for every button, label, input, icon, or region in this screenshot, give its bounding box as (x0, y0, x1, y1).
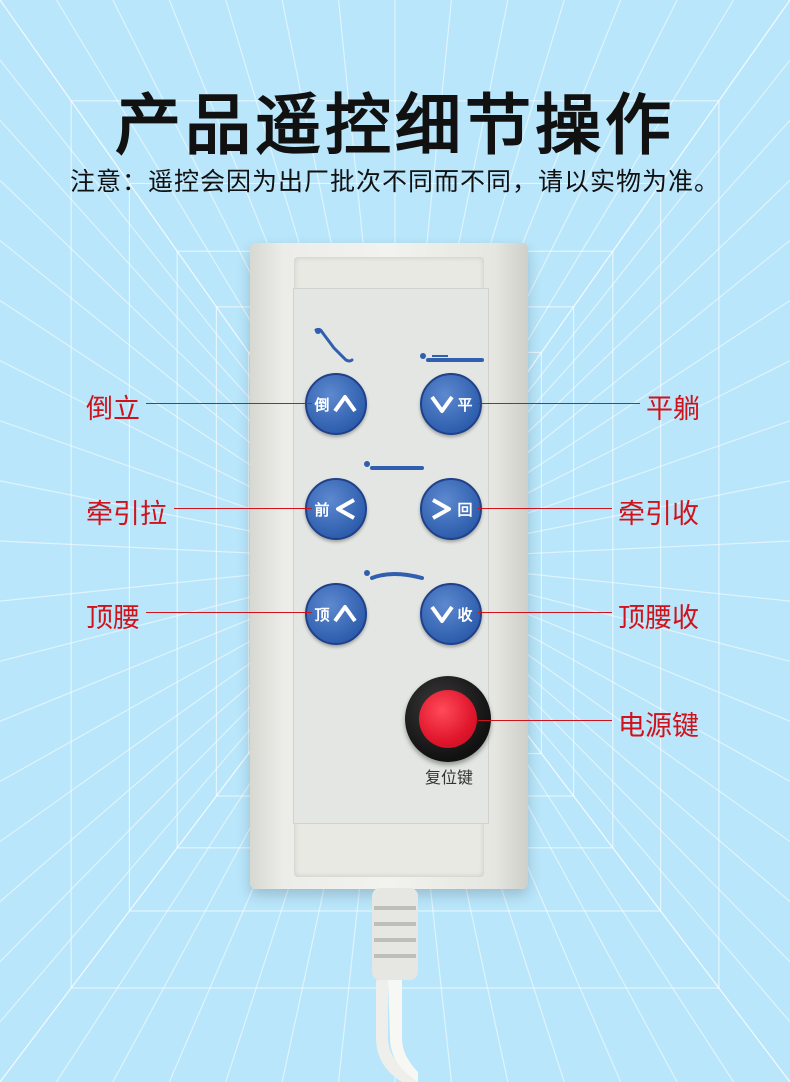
traction-return-button[interactable]: 回 (420, 478, 482, 540)
remote-cable (372, 888, 418, 1082)
arrow-up-icon (332, 605, 357, 623)
waist-retract-glyph: 收 (457, 605, 473, 624)
callout-line-waist-retract (478, 612, 612, 613)
callout-line-flat (478, 403, 640, 404)
power-button[interactable] (419, 690, 477, 748)
callout-waist-retract: 顶腰收 (618, 603, 699, 634)
arrow-down-icon (430, 395, 455, 413)
traction-pull-button[interactable]: 前 (305, 478, 367, 540)
callout-line-power (478, 720, 612, 721)
arrow-left-icon (335, 498, 355, 520)
callout-traction-return: 牵引收 (618, 499, 699, 530)
waist-lift-up-button[interactable]: 顶 (305, 583, 367, 645)
callout-invert: 倒立 (86, 394, 140, 425)
arrow-up-icon (332, 395, 357, 413)
flat-down-button[interactable]: 平 (420, 373, 482, 435)
callout-traction-pull: 牵引拉 (86, 499, 167, 530)
callout-line-traction-return (478, 508, 612, 509)
traction-position-icon (364, 461, 424, 470)
traction-pull-glyph: 前 (314, 500, 330, 519)
callout-line-traction-pull (174, 508, 312, 509)
waist-lift-retract-button[interactable]: 收 (420, 583, 482, 645)
callout-flat: 平躺 (646, 394, 700, 425)
page-title: 产品遥控细节操作 (115, 87, 675, 164)
disclaimer-note: 注意：遥控会因为出厂批次不同而不同，请以实物为准。 (69, 167, 720, 196)
callout-line-invert (146, 403, 312, 404)
waist-lift-glyph: 顶 (314, 605, 330, 624)
flat-button-glyph: 平 (457, 395, 473, 414)
reset-key-label: 复位键 (424, 768, 473, 787)
invert-button-glyph: 倒 (314, 395, 330, 414)
callout-line-waist-lift (146, 612, 312, 613)
inverted-position-icon (314, 327, 354, 363)
arrow-right-icon (432, 498, 452, 520)
invert-up-button[interactable]: 倒 (305, 373, 367, 435)
flat-position-icon (420, 353, 484, 362)
arrow-down-icon (430, 605, 455, 623)
callout-power: 电源键 (618, 711, 699, 742)
callout-waist-lift: 顶腰 (86, 603, 140, 634)
waist-lift-position-icon (364, 570, 424, 580)
traction-return-glyph: 回 (457, 500, 473, 519)
